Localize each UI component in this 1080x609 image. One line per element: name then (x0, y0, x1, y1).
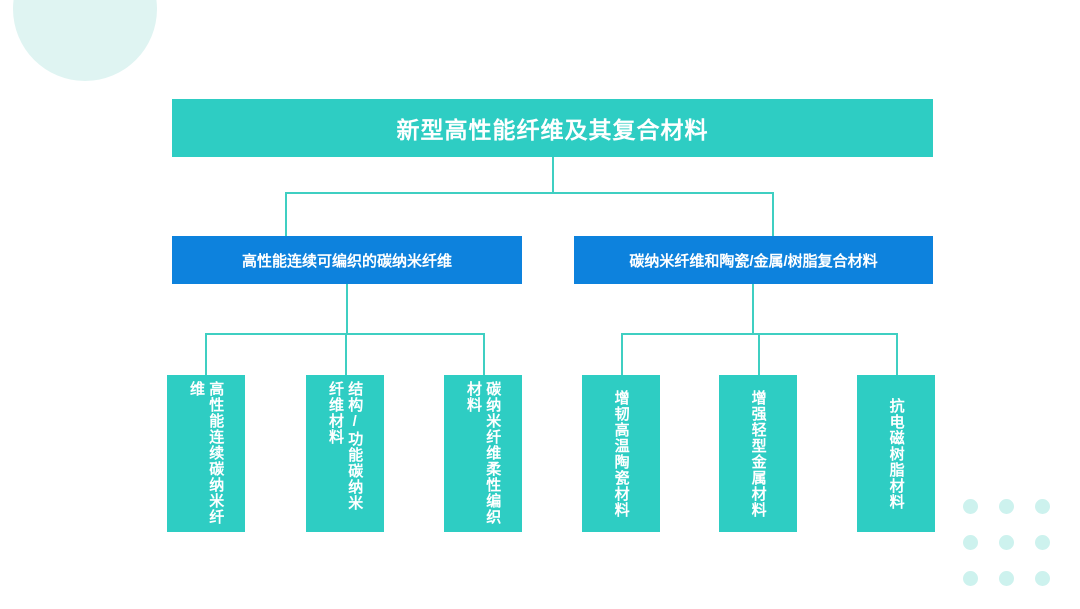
leaf-node-3[interactable]: 碳纳米纤维柔性编织材料 (444, 375, 522, 532)
connector-branch-1-stem (346, 284, 348, 334)
leaf-node-2[interactable]: 结构/功能碳纳米纤维材料 (306, 375, 384, 532)
connector-level2-bus-right (552, 192, 774, 194)
branch-node-1-label: 高性能连续可编织的碳纳米纤维 (241, 252, 452, 270)
branch-node-1[interactable]: 高性能连续可编织的碳纳米纤维 (172, 236, 522, 284)
leaf-node-5[interactable]: 增强轻型金属材料 (719, 375, 797, 532)
decorative-dot (1035, 499, 1050, 514)
leaf-node-5-label: 增强轻型金属材料 (749, 389, 767, 518)
decorative-dot (963, 499, 978, 514)
connector-branch-2-stem (752, 284, 754, 334)
decorative-dot (1035, 571, 1050, 586)
decorative-dot-grid (963, 499, 1073, 609)
connector-to-leaf-3 (483, 333, 485, 376)
decorative-dot (999, 571, 1014, 586)
decorative-dot (963, 535, 978, 550)
leaf-node-6-label: 抗电磁树脂材料 (887, 397, 905, 510)
leaf-node-3-label: 碳纳米纤维柔性编织材料 (465, 381, 502, 525)
connector-to-leaf-5 (758, 333, 760, 376)
decorative-dot (1035, 535, 1050, 550)
leaf-node-1-label: 高性能连续碳纳米纤维 (188, 381, 225, 525)
connector-to-leaf-4 (621, 333, 623, 376)
connector-to-leaf-1 (205, 333, 207, 376)
leaf-node-4-label: 增韧高温陶瓷材料 (612, 389, 630, 518)
leaf-node-4[interactable]: 增韧高温陶瓷材料 (582, 375, 660, 532)
connector-to-branch-1 (285, 192, 287, 237)
root-node-label: 新型高性能纤维及其复合材料 (396, 117, 709, 143)
decorative-dot (999, 535, 1014, 550)
connector-level2-bus (285, 192, 554, 194)
decorative-dot (963, 571, 978, 586)
connector-to-leaf-2 (345, 333, 347, 376)
connector-to-branch-2 (772, 192, 774, 237)
leaf-node-2-label: 结构/功能碳纳米纤维材料 (327, 381, 364, 511)
connector-root-stem (552, 157, 554, 193)
decorative-circle (13, 0, 157, 81)
branch-node-2-label: 碳纳米纤维和陶瓷/金属/树脂复合材料 (629, 252, 878, 270)
leaf-node-1[interactable]: 高性能连续碳纳米纤维 (167, 375, 245, 532)
root-node[interactable]: 新型高性能纤维及其复合材料 (172, 99, 933, 157)
branch-node-2[interactable]: 碳纳米纤维和陶瓷/金属/树脂复合材料 (574, 236, 933, 284)
decorative-dot (999, 499, 1014, 514)
leaf-node-6[interactable]: 抗电磁树脂材料 (857, 375, 935, 532)
connector-to-leaf-6 (896, 333, 898, 376)
